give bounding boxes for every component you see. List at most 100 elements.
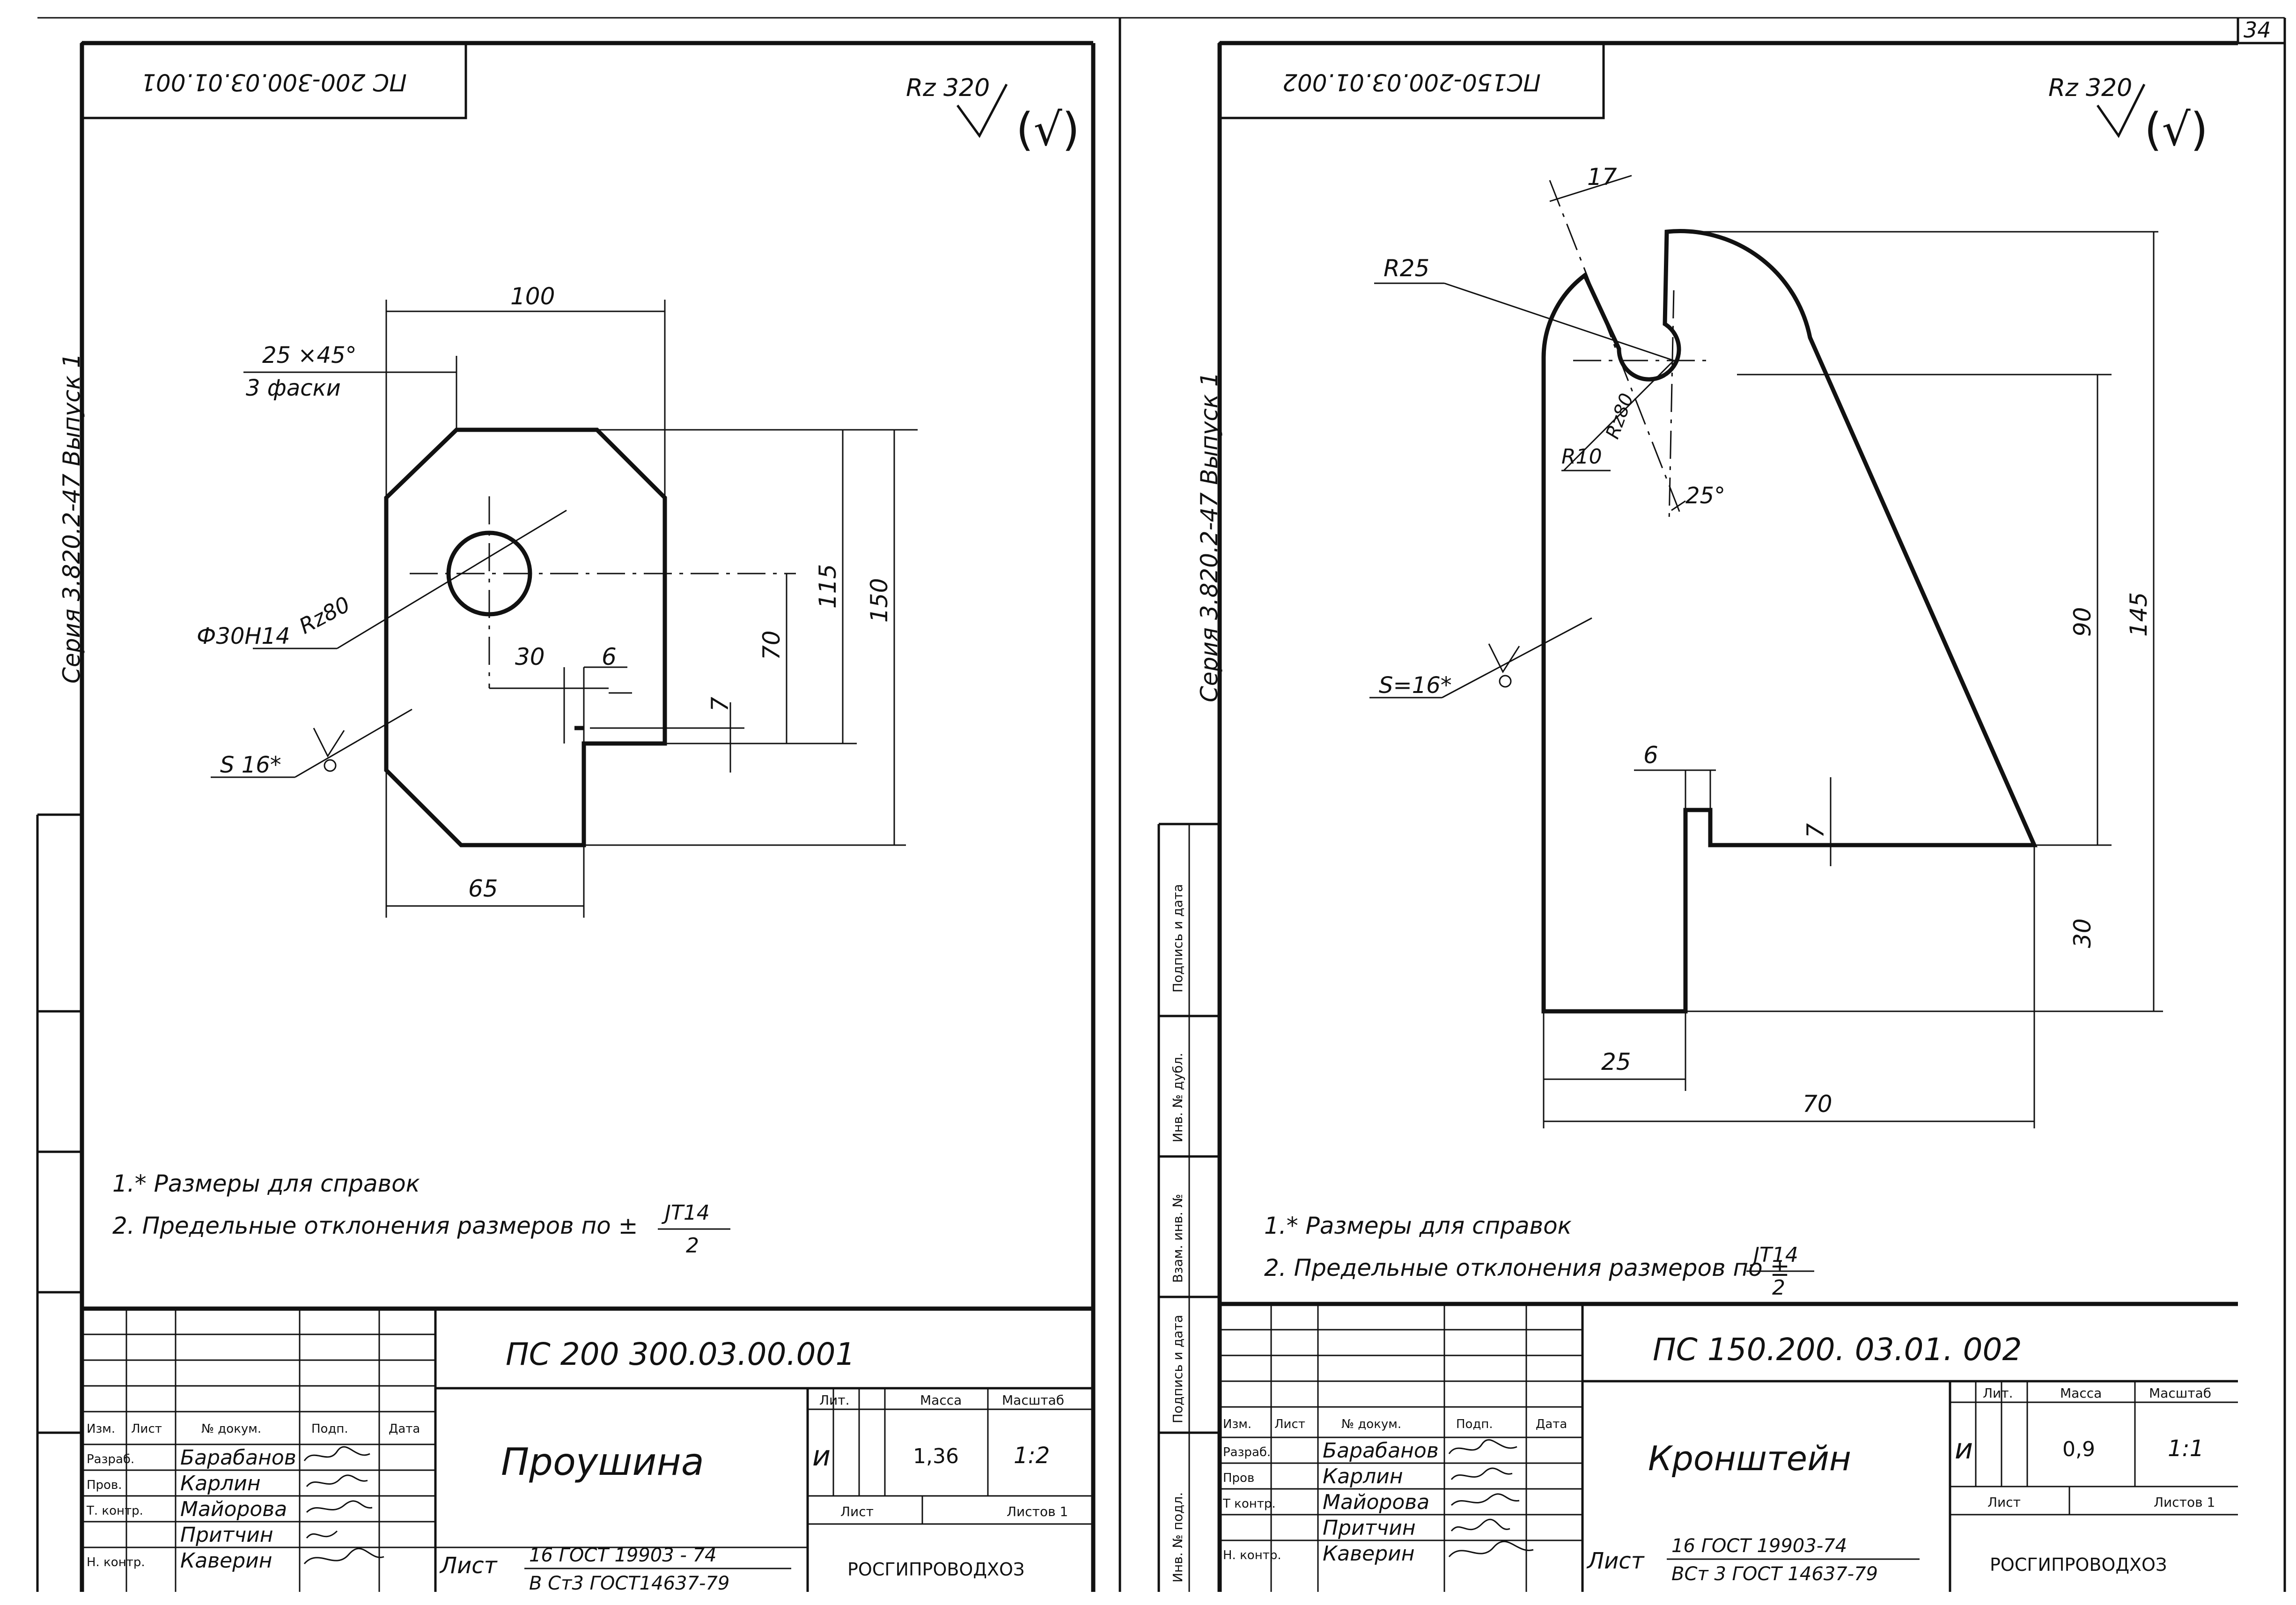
dim-30: 30 xyxy=(515,643,545,670)
right-org: РОСГИПРОВОДХОЗ xyxy=(1990,1554,2167,1575)
left-lit-header: Лит. xyxy=(819,1392,849,1408)
right-side-label-3: Подпись и дата xyxy=(1170,1315,1185,1423)
left-name-4: Каверин xyxy=(180,1549,272,1573)
dim-r10: R10 xyxy=(1561,445,1602,469)
right-massa-header: Масса xyxy=(2060,1385,2102,1401)
dim-100: 100 xyxy=(510,283,555,310)
right-side-label-2: Взам. инв. № xyxy=(1170,1194,1185,1283)
right-note-2: 2. Предельные отклонения размеров по ± xyxy=(1264,1254,1790,1281)
dim-r25: R25 xyxy=(1383,255,1429,282)
right-doc-code: ПС 150.200. 03.01. 002 xyxy=(1653,1332,2022,1368)
right-hdr-podp: Подп. xyxy=(1456,1417,1493,1431)
dim-s16: S 16* xyxy=(220,752,281,778)
dim-65: 65 xyxy=(468,875,498,902)
left-surface-mark-general: (√) xyxy=(1016,103,1080,156)
left-hdr-list: Лист xyxy=(131,1422,162,1436)
dim-145: 145 xyxy=(2125,592,2152,637)
left-scale-value: 1:2 xyxy=(1014,1443,1050,1469)
left-material-bot: В Ст3 ГОСТ14637-79 xyxy=(529,1573,729,1594)
right-material-bot: ВСт 3 ГОСТ 14637-79 xyxy=(1671,1563,1878,1585)
left-doc-code: ПС 200 300.03.00.001 xyxy=(506,1336,855,1372)
right-lit-value: и xyxy=(1955,1433,1973,1465)
right-note-frac-top: JT14 xyxy=(1750,1243,1798,1267)
right-hdr-dok: № докум. xyxy=(1341,1417,1401,1431)
right-sheet-label: Лист xyxy=(1987,1495,2021,1510)
right-hdr-list: Лист xyxy=(1274,1417,1305,1431)
right-surface-mark-general: (√) xyxy=(2144,103,2208,156)
right-sheets-label: Листов 1 xyxy=(2154,1495,2215,1510)
right-material-top: 16 ГОСТ 19903-74 xyxy=(1671,1535,1847,1557)
left-series-stamp: Серия 3.820.2-47 Выпуск 1 xyxy=(58,353,85,684)
left-note-frac-bot: 2 xyxy=(686,1234,699,1258)
left-role-1: Пров. xyxy=(87,1478,122,1492)
left-mass-value: 1,36 xyxy=(913,1444,959,1468)
left-mirrored-code: ПС 200-300.03.01.001 xyxy=(141,69,407,96)
left-name-3: Притчин xyxy=(180,1523,273,1547)
left-scale-header: Масштаб xyxy=(1002,1392,1064,1408)
dim-150: 150 xyxy=(866,578,893,623)
left-role-2: Т. контр. xyxy=(86,1504,143,1518)
right-name-0: Барабанов xyxy=(1323,1439,1439,1463)
page-frames xyxy=(37,17,2286,1592)
left-part-title: Проушина xyxy=(501,1440,704,1484)
right-mirrored-code-box xyxy=(1218,42,1605,119)
left-hdr-dok: № докум. xyxy=(201,1422,261,1436)
left-name-0: Барабанов xyxy=(180,1446,296,1470)
dim-115: 115 xyxy=(814,564,841,609)
right-role-2: Т контр. xyxy=(1222,1497,1276,1511)
left-note-2: 2. Предельные отклонения размеров по ± xyxy=(112,1212,638,1239)
right-part-title: Кронштейн xyxy=(1648,1439,1851,1478)
left-drawing: ПС 200-300.03.01.001 Серия 3.820.2-47 Вы… xyxy=(36,41,1096,1594)
dim-s-eq-16: S=16* xyxy=(1379,672,1452,699)
left-role-0: Разраб. xyxy=(87,1452,134,1466)
dim-rz80: Rz80 xyxy=(295,591,354,639)
right-dimension-lines xyxy=(1369,175,2163,1128)
right-side-label-0: Подпись и дата xyxy=(1170,884,1185,993)
right-role-4: Н. контр. xyxy=(1223,1548,1281,1562)
left-massa-header: Масса xyxy=(920,1392,962,1408)
left-sheets-label: Листов 1 xyxy=(1007,1504,1068,1519)
left-note-1: 1.* Размеры для справок xyxy=(112,1170,420,1197)
mirrored-code-box xyxy=(81,42,467,119)
left-margin-strip xyxy=(36,813,82,1592)
right-drawing: Подпись и дата Инв. № дубл. Взам. инв. №… xyxy=(1157,41,2238,1592)
right-name-4: Каверин xyxy=(1323,1542,1415,1566)
right-mass-value: 0,9 xyxy=(2062,1437,2095,1461)
left-name-1: Карлин xyxy=(180,1472,261,1495)
right-name-3: Притчин xyxy=(1323,1516,1416,1540)
right-hdr-data: Дата xyxy=(1536,1417,1567,1431)
right-side-label-4: Инв. № подл. xyxy=(1170,1492,1185,1583)
dim-r30: 30 xyxy=(2069,918,2096,948)
dim-a25: 25° xyxy=(1685,483,1725,509)
dim-chamfer-count: 3 фаски xyxy=(246,375,341,401)
dim-r7: 7 xyxy=(1802,823,1829,838)
dim-r25-len: 25 xyxy=(1601,1048,1631,1075)
right-note-frac-bot: 2 xyxy=(1772,1276,1785,1300)
right-signatures xyxy=(1448,1439,1534,1557)
dim-chamfer: 25 ×45° xyxy=(262,342,357,368)
right-mirrored-code: ПС150-200.03.01.002 xyxy=(1282,69,1541,96)
right-name-1: Карлин xyxy=(1323,1465,1403,1488)
left-signatures xyxy=(303,1446,384,1564)
dim-r70: 70 xyxy=(1803,1090,1832,1118)
left-material-top: 16 ГОСТ 19903 - 74 xyxy=(529,1545,716,1566)
left-hdr-podp: Подп. xyxy=(311,1422,348,1436)
right-margin-strip xyxy=(1157,823,1220,1592)
left-surface-mark: Rz 320 xyxy=(906,74,990,102)
left-lit-value: и xyxy=(812,1440,831,1472)
dim-70: 70 xyxy=(758,630,785,660)
right-role-1: Пров xyxy=(1223,1471,1254,1485)
right-role-0: Разраб. xyxy=(1223,1445,1271,1459)
right-scale-header: Масштаб xyxy=(2149,1385,2211,1401)
dim-r-rz80: Rz80 xyxy=(1602,390,1638,442)
part-outline-prouschina xyxy=(384,427,667,847)
dim-hole: Ф30Н14 xyxy=(197,623,290,649)
right-note-1: 1.* Размеры для справок xyxy=(1264,1212,1572,1239)
left-name-2: Майорова xyxy=(180,1497,287,1521)
left-hdr-data: Дата xyxy=(389,1422,420,1436)
left-sheet-label: Лист xyxy=(840,1504,874,1519)
right-lit-header: Лит. xyxy=(1983,1385,2013,1401)
dim-r17: 17 xyxy=(1587,163,1617,191)
part-outline-kronshtein xyxy=(1541,229,2038,1014)
